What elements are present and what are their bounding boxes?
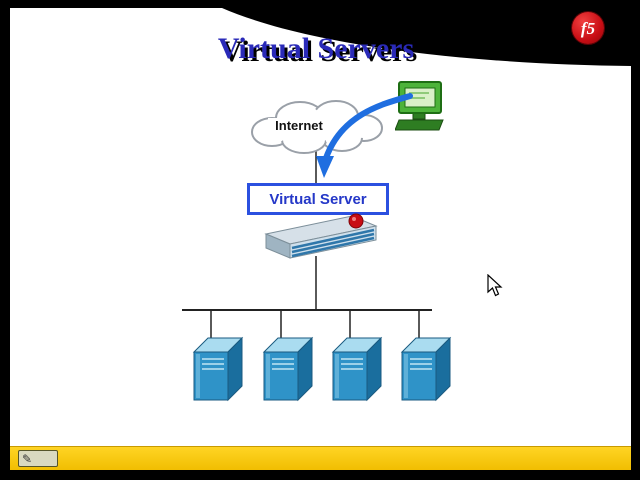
- f5-logo-icon: f5: [572, 12, 604, 44]
- pencil-icon: ✎: [22, 451, 33, 466]
- server-tower-icon: [262, 336, 314, 404]
- virtual-server-label: Virtual Server: [269, 190, 367, 208]
- client-computer-icon: [395, 81, 444, 131]
- server-tower-icon: [331, 336, 383, 404]
- slide-title: Virtual Servers: [217, 32, 415, 65]
- virtual-server-box: Virtual Server: [247, 183, 389, 215]
- server-tower-icon: [400, 336, 452, 404]
- f5-logo-text: f5: [580, 18, 596, 38]
- server-tower-icon: [192, 336, 244, 404]
- bigip-appliance-icon: [264, 213, 378, 259]
- annotation-pen-button[interactable]: ✎: [18, 450, 58, 467]
- mouse-cursor: [487, 274, 503, 297]
- cloud-label: Internet: [275, 118, 323, 133]
- presentation-slide: Virtual Servers f5: [10, 8, 631, 470]
- bottom-accent-bar: [10, 446, 631, 470]
